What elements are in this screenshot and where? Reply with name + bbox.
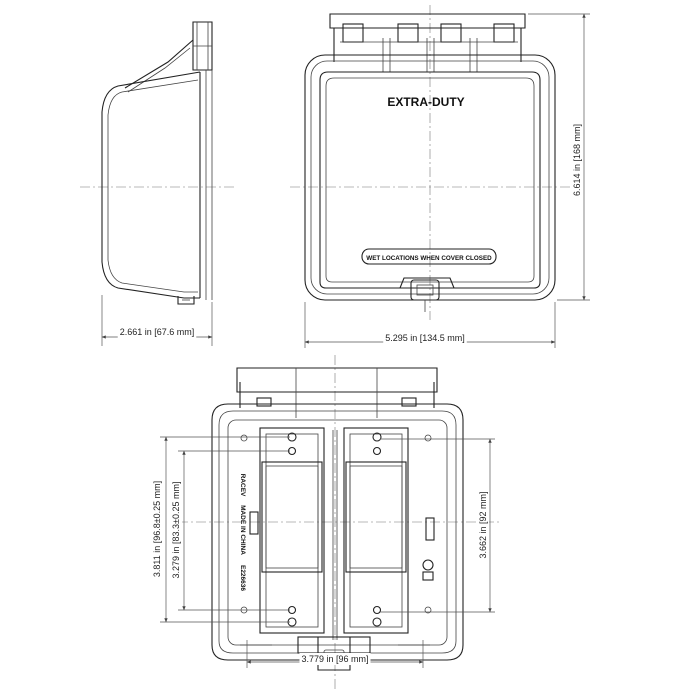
front-latch [399,277,455,312]
side-depth-dimension: 2.661 in [67.6 mm] [120,327,195,337]
wet-locations-label: WET LOCATIONS WHEN COVER CLOSED [366,255,492,262]
front-width-dimension: 5.295 in [134.5 mm] [385,333,465,343]
back-height-outer-dimension: 3.811 in [96.8±0.25 mm] [152,481,162,577]
part-number-label: E226636 [239,565,246,591]
front-height-dimension: 6.614 in [168 mm] [572,124,582,196]
extra-duty-label: EXTRA-DUTY [387,95,464,109]
left-device-plate [249,427,325,634]
right-device-plate [343,427,435,634]
back-view: RACEV MADE IN CHINA E226636 3.811 in [96… [151,355,500,690]
model-label: RACEV [239,474,246,497]
side-view: 2.661 in [67.6 mm] [80,21,235,346]
hinge-knuckles [340,23,518,72]
listing-mark-icon [422,559,434,581]
dimension-label-backing [299,653,371,665]
dimension-label-backing [117,326,197,338]
back-width-dimension: 3.779 in [96 mm] [301,654,368,664]
made-in-label: MADE IN CHINA [239,505,246,555]
dimension-label-backing [383,332,467,344]
dimension-label-backing [170,479,182,581]
back-height-right-dimension: 3.662 in [92 mm] [478,491,488,558]
dimension-label-backing [477,489,489,561]
front-view: EXTRA-DUTY WET LOCATIONS WHEN COVER CLOS… [290,5,590,348]
dimension-label-backing [151,478,163,580]
dimension-label-backing [571,121,583,199]
back-height-inner-dimension: 3.279 in [83.3±0.25 mm] [171,482,181,579]
